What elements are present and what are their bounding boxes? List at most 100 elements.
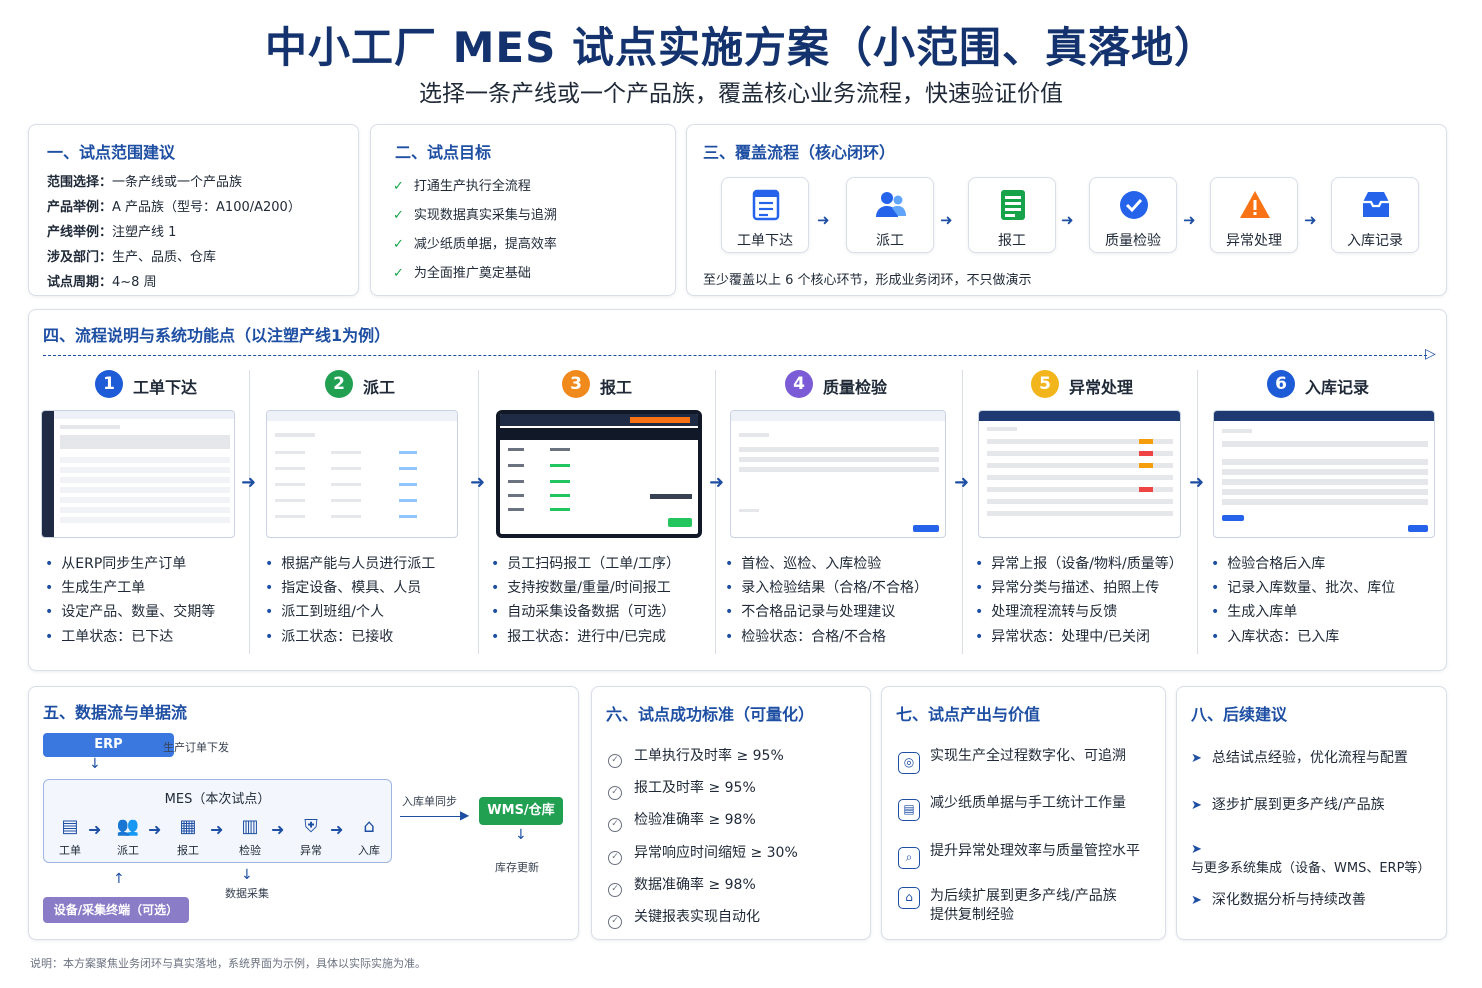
divider (478, 370, 479, 654)
check-circle-icon: ✓ (608, 786, 622, 800)
arrow-right-icon: ➜ (330, 820, 344, 839)
arrow-down-icon: ↓ (515, 827, 527, 843)
arrow-right-icon: ➤ (1191, 842, 1202, 857)
flow-panel: 三、覆盖流程（核心闭环） 工单下达 ➜ 派工 ➜ 报工 ➜ 质量检验 ➜ 异常处… (686, 124, 1447, 296)
step-2-bullet: 派工到班组/个人 (265, 601, 384, 621)
page-title: 中小工厂 MES 试点实施方案（小范围、真落地） (265, 23, 1217, 72)
process-panel: 四、流程说明与系统功能点（以注塑产线1为例） ▷ 1 工单下达 2 派工 3 报… (28, 309, 1447, 671)
form-icon: ▦ (179, 816, 197, 837)
step-1-bullet: 生成生产工单 (45, 577, 145, 597)
step-1-bullet: 工单状态：已下达 (45, 626, 173, 646)
step-6-bullet: 检验合格后入库 (1211, 553, 1325, 573)
check-circle-icon: ✓ (608, 851, 622, 865)
arrow-right-icon: ➜ (148, 820, 162, 839)
dataflow-panel: 五、数据流与单据流 ERP 生产订单下发 ↓ MES（本次试点） ▤工单 ➜ 👥… (28, 686, 579, 940)
step-4-bullet: 首检、巡检、入库检验 (725, 553, 881, 573)
scope-item: 产线举例：注塑产线 1 (47, 225, 177, 240)
goal-item: ✓减少纸质单据，提高效率 (393, 237, 557, 252)
flow-node-dispatch: 派工 (846, 177, 934, 253)
flow-node-quality: 质量检验 (1089, 177, 1177, 253)
goal-item: ✓为全面推广奠定基础 (393, 266, 531, 281)
scope-item: 范围选择：一条产线或一个产品族 (47, 175, 243, 190)
criteria-item: ✓数据准确率 ≥ 98% (608, 874, 756, 897)
erp-note: 生产订单下发 (163, 741, 229, 754)
scope-title: 一、试点范围建议 (47, 143, 176, 162)
criteria-title: 六、试点成功标准（可量化） (606, 705, 815, 724)
step-4-bullet: 检验状态：合格/不合格 (725, 626, 886, 646)
check-icon: ✓ (393, 266, 404, 281)
document-icon (752, 189, 780, 221)
arrow-right-icon: ➤ (1191, 751, 1202, 766)
followup-item: ➤深化数据分析与持续改善 (1191, 892, 1366, 908)
check-circle-icon: ✓ (608, 915, 622, 929)
arrow-right-icon: ▶ (460, 808, 470, 822)
scope-item: 涉及部门：生产、品质、仓库 (47, 250, 217, 265)
flow-node-warehouse: 入库记录 (1331, 177, 1419, 253)
erp-box: ERP (43, 733, 174, 757)
step-6-bullet: 生成入库单 (1211, 601, 1297, 621)
arrow-right-icon: ➜ (1183, 211, 1196, 229)
criteria-panel: 六、试点成功标准（可量化） ✓工单执行及时率 ≥ 95% ✓报工及时率 ≥ 95… (591, 686, 871, 940)
mes-item-report: ▦报工 (168, 816, 208, 858)
value-panel: 七、试点产出与价值 ◎实现生产全过程数字化、可追溯 ▤减少纸质单据与手工统计工作… (881, 686, 1166, 940)
value-item: ◎实现生产全过程数字化、可追溯 (898, 745, 1126, 774)
arrow-right-icon: ➜ (210, 820, 224, 839)
dataflow-title: 五、数据流与单据流 (43, 703, 188, 722)
followup-title: 八、后续建议 (1191, 705, 1288, 724)
arrow-right-icon: ➜ (709, 472, 725, 493)
step-5-bullet: 处理流程流转与反馈 (975, 601, 1117, 621)
step-3-bullet: 支持按数量/重量/时间报工 (491, 577, 670, 597)
criteria-item: ✓报工及时率 ≥ 95% (608, 777, 756, 800)
flow-node-exception: 异常处理 (1210, 177, 1298, 253)
mes-item-exception: ⛨异常 (291, 816, 331, 858)
arrow-down-icon: ↓ (89, 756, 101, 772)
arrow-right-icon: ➜ (817, 211, 830, 229)
followup-panel: 八、后续建议 ➤总结试点经验，优化流程与配置 ➤逐步扩展到更多产线/产品族 ➤与… (1176, 686, 1447, 940)
divider (249, 370, 250, 654)
arrow-right-icon: ➜ (241, 472, 257, 493)
value-title: 七、试点产出与价值 (896, 705, 1041, 724)
scope-item: 试点周期：4~8 周 (47, 275, 157, 290)
flow-title: 三、覆盖流程（核心闭环） (703, 143, 896, 162)
step-1-bullet: 设定产品、数量、交期等 (45, 601, 215, 621)
goals-panel: 二、试点目标 ✓打通生产执行全流程 ✓实现数据真实采集与追溯 ✓减少纸质单据，提… (370, 124, 676, 296)
check-circle-icon: ✓ (608, 754, 622, 768)
check-icon: ✓ (393, 179, 404, 194)
arrow-right-icon: ➜ (88, 820, 102, 839)
stock-update-label: 库存更新 (495, 861, 539, 874)
arrow-down-icon: ↓ (241, 867, 253, 883)
step-2-bullet: 派工状态：已接收 (265, 626, 393, 646)
mes-title: MES（本次试点） (164, 792, 271, 807)
scope-item: 产品举例：A 产品族（型号：A100/A200） (47, 200, 301, 215)
goal-item: ✓打通生产执行全流程 (393, 179, 531, 194)
arrow-up-icon: ↑ (113, 871, 125, 887)
mes-box: MES（本次试点） ▤工单 ➜ 👥派工 ➜ ▦报工 ➜ ▥检验 ➜ ⛨异常 ➜ … (43, 779, 392, 863)
mes-item-warehouse: ⌂入库 (349, 816, 389, 858)
arrow-right-icon: ➜ (940, 211, 953, 229)
shield-icon: ⛨ (304, 816, 318, 837)
arrow-right-icon: ➜ (954, 472, 970, 493)
users-icon: 👥 (116, 816, 140, 837)
step-1-bullet: 从ERP同步生产订单 (45, 553, 186, 573)
step-5-bullet: 异常状态：处理中/已关闭 (975, 626, 1150, 646)
warehouse-icon: ⌂ (363, 816, 375, 837)
arrow-right-icon: ➜ (1061, 211, 1074, 229)
followup-item: ➤与更多系统集成（设备、WMS、ERP等） (1191, 842, 1431, 876)
followup-item: ➤总结试点经验，优化流程与配置 (1191, 750, 1408, 766)
mes-item-dispatch: 👥派工 (108, 816, 148, 858)
chart-icon: ▥ (241, 816, 259, 837)
flow-note: 至少覆盖以上 6 个核心环节，形成业务闭环，不只做演示 (703, 273, 1032, 288)
step-6-bullet: 入库状态：已入库 (1211, 626, 1339, 646)
divider (1197, 370, 1198, 654)
flow-node-work-order: 工单下达 (721, 177, 809, 253)
users-icon (876, 192, 906, 217)
work-order-screenshot (41, 410, 235, 538)
arrow-right-icon: ➤ (1191, 798, 1202, 813)
criteria-item: ✓异常响应时间缩短 ≥ 30% (608, 842, 798, 865)
arrow-right-icon: ➜ (1304, 211, 1317, 229)
document-icon: ▤ (898, 799, 920, 821)
document-icon: ▤ (61, 816, 79, 837)
warehouse-screenshot (1213, 410, 1435, 538)
device-box: 设备/采集终端（可选） (43, 897, 189, 923)
mes-item-inspection: ▥检验 (230, 816, 270, 858)
